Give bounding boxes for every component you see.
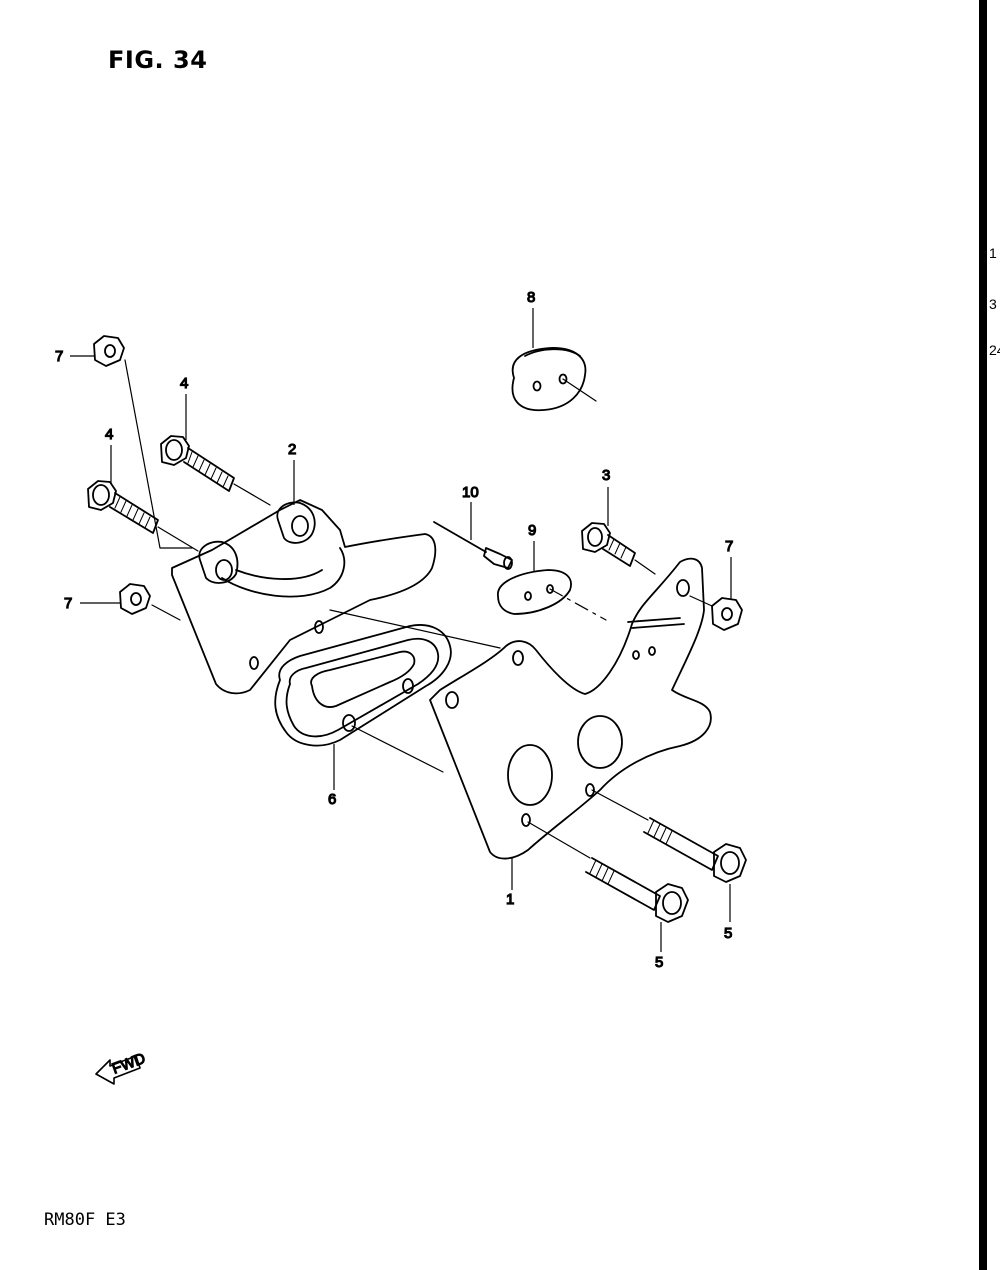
part-1-main-bracket — [329, 557, 712, 860]
part-5-bolt-left — [527, 821, 689, 923]
callout-5: 5 — [724, 925, 732, 942]
part-8-rubber-block — [511, 347, 597, 412]
callout-4: 4 — [180, 375, 188, 392]
callout-2: 2 — [288, 441, 296, 458]
callout-7: 7 — [64, 595, 72, 612]
callout-6: 6 — [328, 791, 336, 808]
part-2-bracket — [171, 499, 437, 695]
callout-5: 5 — [655, 954, 663, 971]
part-4-bolt-upper — [160, 435, 271, 506]
callout-9: 9 — [528, 522, 536, 539]
part-4-bolt-lower — [87, 480, 199, 552]
edge-fragment: 3 — [989, 296, 997, 312]
part-7-nut-lower-left — [119, 583, 181, 621]
callout-10: 10 — [462, 484, 479, 501]
part-6-rubber-pad — [274, 624, 452, 773]
callout-4: 4 — [105, 426, 113, 443]
fwd-arrow-icon — [95, 1055, 141, 1085]
part-5-bolt-right — [591, 789, 747, 883]
edge-fragment: 1 — [989, 245, 997, 261]
figure-title: FIG. 34 — [108, 46, 208, 74]
page-border — [979, 0, 987, 1270]
fwd-label: FWD — [110, 1050, 148, 1078]
callout-1: 1 — [506, 891, 514, 908]
callout-7: 7 — [55, 348, 63, 365]
callout-8: 8 — [527, 289, 535, 306]
callout-3: 3 — [602, 467, 610, 484]
part-3-bolt — [581, 522, 656, 575]
part-7-nut-right — [689, 595, 743, 631]
part-10-pin — [433, 521, 513, 570]
model-code: RM80F E3 — [44, 1210, 126, 1230]
callout-7: 7 — [725, 538, 733, 555]
part-9-plate — [497, 569, 607, 621]
edge-fragment: 24 — [989, 342, 1000, 358]
part-7-nut-upper-left — [93, 335, 193, 549]
